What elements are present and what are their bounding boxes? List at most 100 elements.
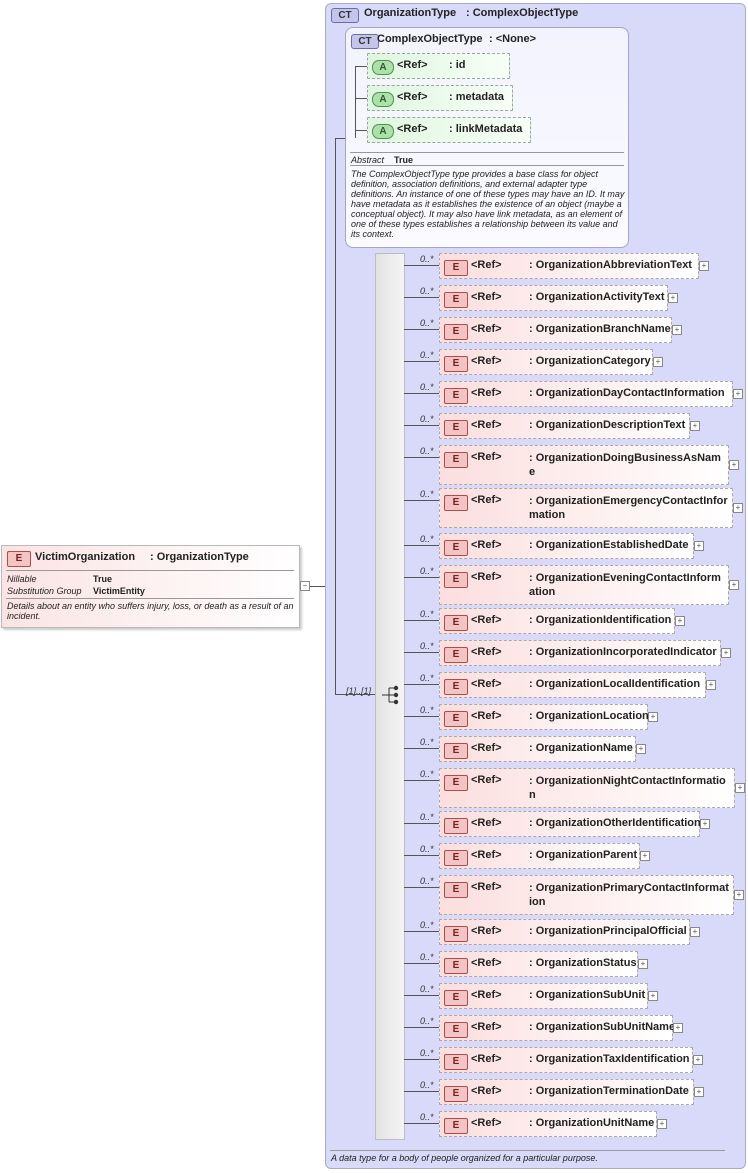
- element-multiplicity: 0..*: [420, 446, 434, 456]
- base-type-base: : <None>: [489, 33, 537, 45]
- element-connector: [404, 393, 439, 394]
- element-ref-box[interactable]: E<Ref>: OrganizationDayContactInformatio…: [439, 381, 733, 407]
- expand-icon[interactable]: +: [735, 783, 745, 793]
- expand-icon[interactable]: +: [653, 357, 663, 367]
- element-ref-box[interactable]: E<Ref>: OrganizationBranchName: [439, 317, 672, 343]
- expand-icon[interactable]: +: [721, 648, 731, 658]
- element-connector: [404, 361, 439, 362]
- element-connector: [404, 1059, 439, 1060]
- element-badge-icon: E: [444, 711, 468, 727]
- expand-icon[interactable]: +: [729, 580, 739, 590]
- element-ref-box[interactable]: E<Ref>: OrganizationActivityText: [439, 285, 668, 311]
- expand-icon[interactable]: +: [648, 991, 658, 1001]
- element-connector: [404, 545, 439, 546]
- expand-icon[interactable]: +: [668, 293, 678, 303]
- element-connector: [404, 297, 439, 298]
- element-multiplicity: 0..*: [420, 984, 434, 994]
- element-ref-box[interactable]: E<Ref>: OrganizationEveningContactInform…: [439, 565, 729, 605]
- expand-icon[interactable]: +: [693, 1055, 703, 1065]
- expand-icon[interactable]: +: [648, 712, 658, 722]
- element-ref-name: : OrganizationStatus: [529, 957, 637, 969]
- element-ref-box[interactable]: E<Ref>: OrganizationLocation: [439, 704, 649, 730]
- element-multiplicity: 0..*: [420, 769, 434, 779]
- element-ref-label: <Ref>: [471, 646, 502, 658]
- element-multiplicity: 0..*: [420, 609, 434, 619]
- element-ref-box[interactable]: E<Ref>: OrganizationCategory: [439, 349, 653, 375]
- element-ref-box[interactable]: E<Ref>: OrganizationEmergencyContactInfo…: [439, 488, 733, 528]
- expand-icon[interactable]: +: [638, 959, 648, 969]
- expand-icon[interactable]: +: [672, 325, 682, 335]
- sequence-icon: [382, 685, 399, 705]
- element-ref-box[interactable]: E<Ref>: OrganizationParent: [439, 843, 640, 869]
- element-multiplicity: 0..*: [420, 673, 434, 683]
- base-type-description: The ComplexObjectType type provides a ba…: [351, 169, 625, 239]
- element-ref-box[interactable]: E<Ref>: OrganizationNightContactInformat…: [439, 768, 735, 808]
- element-ref-box[interactable]: E<Ref>: OrganizationPrimaryContactInform…: [439, 875, 734, 915]
- expand-icon[interactable]: +: [694, 1087, 704, 1097]
- expand-icon[interactable]: +: [700, 819, 710, 829]
- expand-icon[interactable]: +: [675, 616, 685, 626]
- element-ref-name: : OrganizationLocation: [529, 710, 649, 722]
- attribute-badge-icon: A: [372, 60, 394, 75]
- element-ref-box[interactable]: E<Ref>: OrganizationPrincipalOfficial: [439, 919, 690, 945]
- expand-icon[interactable]: +: [734, 890, 744, 900]
- expand-icon[interactable]: +: [699, 261, 709, 271]
- element-ref-box[interactable]: E<Ref>: OrganizationSubUnit: [439, 983, 648, 1009]
- expand-icon[interactable]: +: [690, 927, 700, 937]
- element-ref-box[interactable]: E<Ref>: OrganizationTerminationDate: [439, 1079, 694, 1105]
- prop-label-nillable: Nillable: [7, 574, 37, 584]
- attribute-link-metadata[interactable]: A <Ref> : linkMetadata: [367, 117, 531, 143]
- abstract-value: True: [394, 155, 414, 165]
- element-badge-icon: E: [444, 647, 468, 663]
- element-ref-name: : OrganizationDescriptionText: [529, 419, 686, 431]
- expand-icon[interactable]: +: [640, 851, 650, 861]
- expand-icon[interactable]: +: [733, 503, 743, 513]
- element-ref-box[interactable]: E<Ref>: OrganizationAbbreviationText: [439, 253, 699, 279]
- element-ref-box[interactable]: E<Ref>: OrganizationIdentification: [439, 608, 675, 634]
- element-connector: [404, 1123, 439, 1124]
- element-connector: [404, 620, 439, 621]
- expand-icon[interactable]: +: [636, 744, 646, 754]
- element-ref-box[interactable]: E<Ref>: OrganizationName: [439, 736, 636, 762]
- element-ref-box[interactable]: E<Ref>: OrganizationDescriptionText: [439, 413, 690, 439]
- attribute-ref: <Ref>: [397, 123, 428, 135]
- element-ref-name: : OrganizationAbbreviationText: [529, 259, 692, 271]
- element-ref-box[interactable]: E<Ref>: OrganizationOtherIdentification: [439, 811, 701, 837]
- attribute-id[interactable]: A <Ref> : id: [367, 53, 510, 79]
- root-element-box[interactable]: E VictimOrganization : OrganizationType …: [1, 545, 300, 628]
- element-ref-name: : OrganizationDoingBusinessAsName: [529, 452, 721, 478]
- element-ref-box[interactable]: E<Ref>: OrganizationDoingBusinessAsName: [439, 445, 729, 485]
- expand-icon[interactable]: +: [694, 541, 704, 551]
- element-ref-label: <Ref>: [471, 678, 502, 690]
- element-ref-box[interactable]: E<Ref>: OrganizationUnitName: [439, 1111, 657, 1137]
- element-connector: [404, 887, 439, 888]
- expand-icon[interactable]: +: [729, 460, 739, 470]
- element-multiplicity: 0..*: [420, 844, 434, 854]
- element-ref-name: : OrganizationIncorporatedIndicator: [529, 646, 717, 658]
- element-ref-box[interactable]: E<Ref>: OrganizationTaxIdentification: [439, 1047, 693, 1073]
- sequence-multiplicity: [1]..[1]: [346, 686, 372, 696]
- element-connector: [404, 995, 439, 996]
- attribute-metadata[interactable]: A <Ref> : metadata: [367, 85, 513, 111]
- element-multiplicity: 0..*: [420, 254, 434, 264]
- element-connector: [404, 684, 439, 685]
- sequence-bar: [375, 253, 405, 1140]
- element-ref-box[interactable]: E<Ref>: OrganizationLocalIdentification: [439, 672, 706, 698]
- element-ref-box[interactable]: E<Ref>: OrganizationSubUnitName: [439, 1015, 675, 1041]
- collapse-toggle-icon[interactable]: −: [300, 581, 310, 591]
- element-ref-box[interactable]: E<Ref> : OrganizationIncorporatedIndicato…: [439, 640, 721, 666]
- element-badge-icon: E: [444, 818, 468, 834]
- expand-icon[interactable]: +: [706, 680, 716, 690]
- element-ref-box[interactable]: E<Ref>: OrganizationStatus: [439, 951, 638, 977]
- element-ref-name: : OrganizationLocalIdentification: [529, 678, 701, 690]
- element-connector: [404, 652, 439, 653]
- expand-icon[interactable]: +: [690, 421, 700, 431]
- element-multiplicity: 0..*: [420, 489, 434, 499]
- expand-icon[interactable]: +: [673, 1023, 683, 1033]
- expand-icon[interactable]: +: [733, 389, 743, 399]
- element-ref-box[interactable]: E<Ref>: OrganizationEstablishedDate: [439, 533, 694, 559]
- element-badge-icon: E: [444, 990, 468, 1006]
- element-ref-label: <Ref>: [471, 957, 502, 969]
- expand-icon[interactable]: +: [657, 1119, 667, 1129]
- element-ref-label: <Ref>: [471, 1117, 502, 1129]
